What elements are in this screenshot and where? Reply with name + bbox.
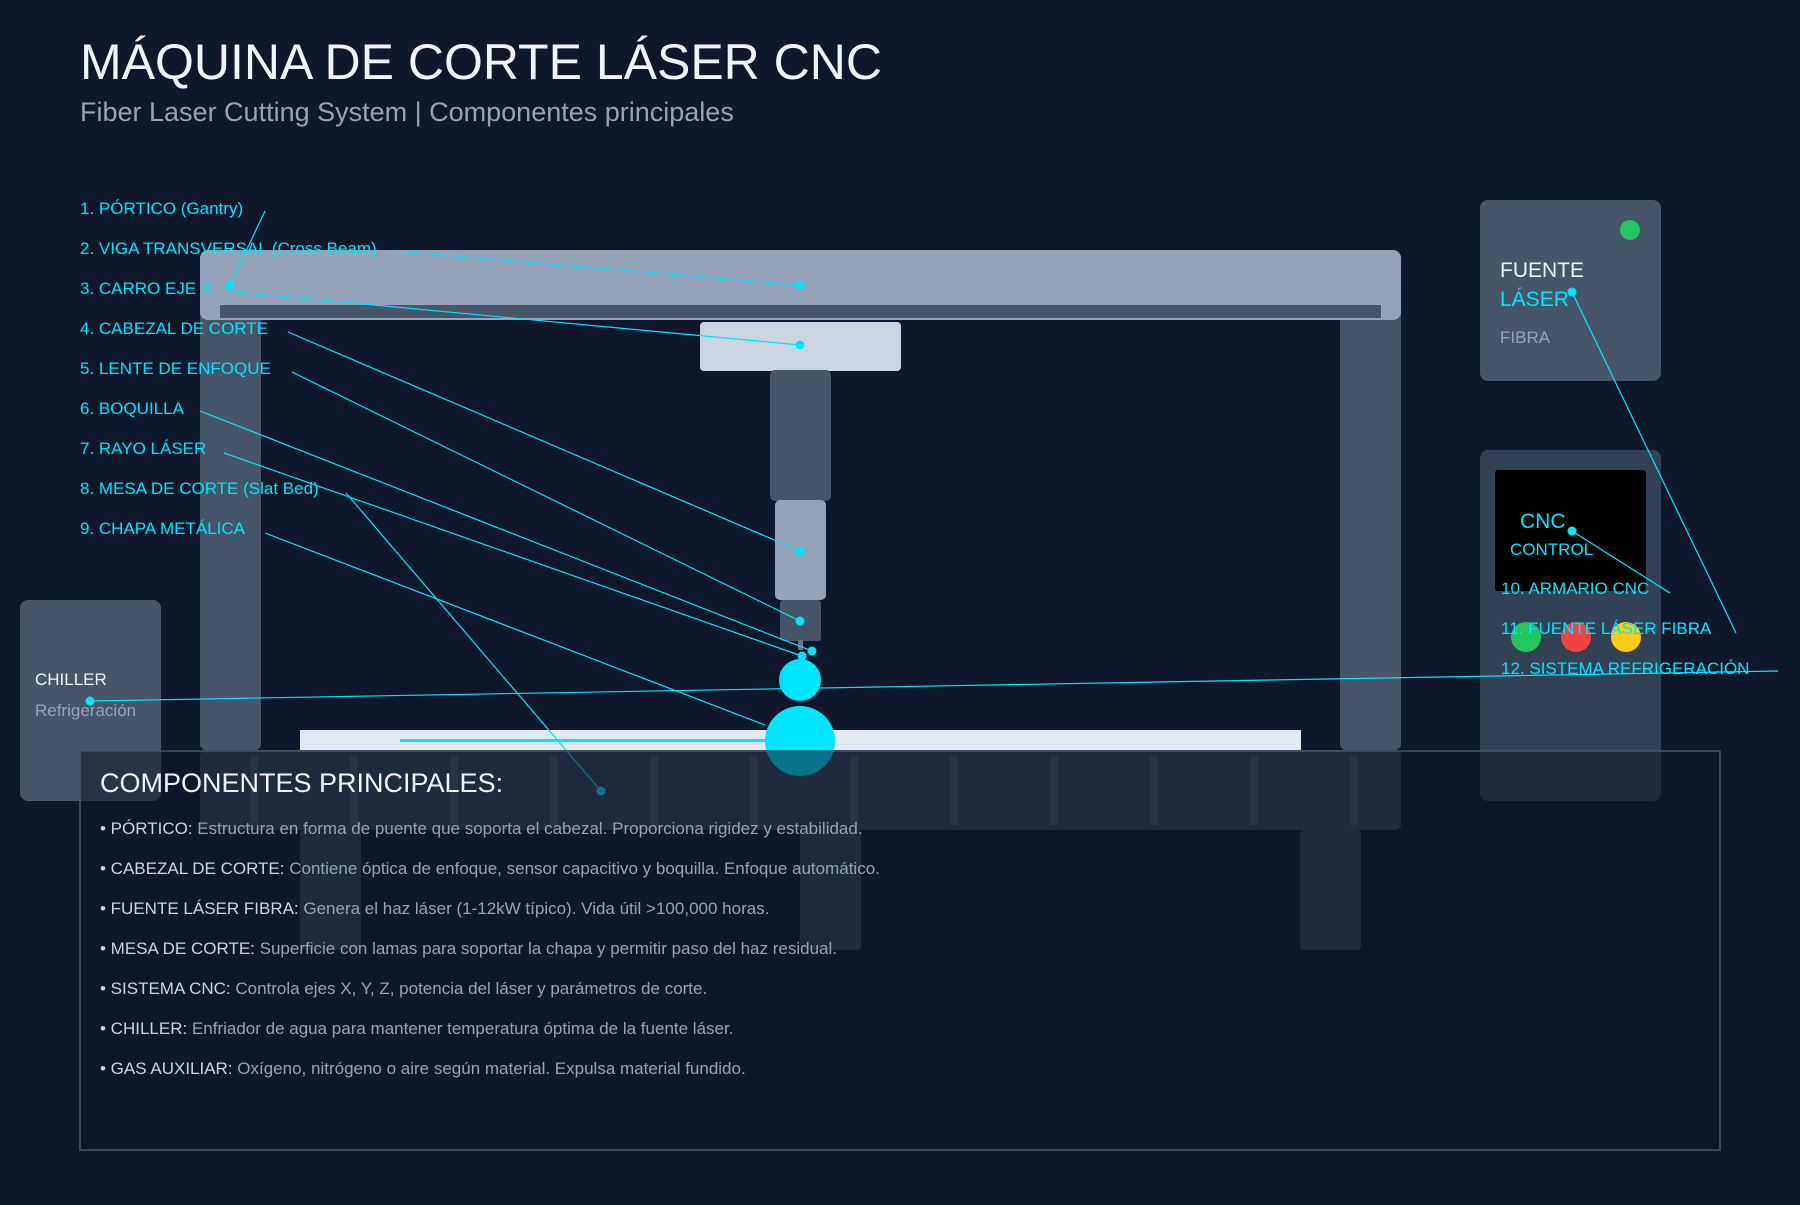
leader-line-gantry <box>229 210 266 286</box>
component-term: • MESA DE CORTE: <box>100 939 255 958</box>
leader-line-sheet-metal <box>264 532 766 726</box>
component-term: • FUENTE LÁSER FIBRA: <box>100 899 299 918</box>
callout-label: 9. CHAPA METÁLICA <box>80 519 246 538</box>
right-callouts: 10. ARMARIO CNC 11. FUENTE LÁSER FIBRA 1… <box>1501 579 1749 678</box>
callout-label: 4. CABEZAL DE CORTE <box>80 319 268 338</box>
components-list: • PÓRTICO: Estructura en forma de puente… <box>100 819 880 1078</box>
cut-line <box>400 739 800 742</box>
component-desc: Contiene óptica de enfoque, sensor capac… <box>285 859 880 878</box>
callout-label: 7. RAYO LÁSER <box>80 439 206 458</box>
component-term: • GAS AUXILIAR: <box>100 1059 233 1078</box>
leader-dot <box>795 280 805 290</box>
leader-lines <box>89 210 1779 792</box>
component-desc: Superficie con lamas para soportar la ch… <box>255 939 837 958</box>
cutting-head-body <box>770 370 831 501</box>
component-term: • CHILLER: <box>100 1019 187 1038</box>
laser-source-label-1: FUENTE <box>1500 259 1584 282</box>
component-item: • CHILLER: Enfriador de agua para manten… <box>100 1019 733 1038</box>
callout-label: 3. CARRO EJE X <box>80 279 212 298</box>
leader-dot <box>1567 526 1577 536</box>
callout-label: 8. MESA DE CORTE (Slat Bed) <box>80 479 319 498</box>
components-panel <box>79 750 1721 1151</box>
laser-source-led <box>1620 220 1640 240</box>
component-item: • CABEZAL DE CORTE: Contiene óptica de e… <box>100 859 880 878</box>
left-callouts: 1. PÓRTICO (Gantry) 2. VIGA TRANSVERSAL … <box>80 199 377 538</box>
component-desc: Genera el haz láser (1-12kW típico). Vid… <box>299 899 770 918</box>
cross-beam-rail <box>220 305 1381 318</box>
leader-line-focus-lens <box>291 371 801 622</box>
callout-label: 10. ARMARIO CNC <box>1501 579 1649 598</box>
leader-line-cnc-cabinet <box>1571 530 1671 594</box>
component-desc: Enfriador de agua para mantener temperat… <box>187 1019 733 1038</box>
leader-line-cutting-table <box>345 492 602 792</box>
component-item: • MESA DE CORTE: Superficie con lamas pa… <box>100 939 837 958</box>
leader-line-cutting-head <box>287 331 801 552</box>
component-term: • SISTEMA CNC: <box>100 979 231 998</box>
callout-label: 5. LENTE DE ENFOQUE <box>80 359 271 378</box>
page-title: MÁQUINA DE CORTE LÁSER CNC <box>80 34 882 90</box>
laser-source-label-2: LÁSER <box>1500 288 1569 311</box>
component-desc: Oxígeno, nitrógeno o aire según material… <box>233 1059 746 1078</box>
chiller-label-2: Refrigeración <box>35 701 136 720</box>
cnc-led-yellow <box>1611 622 1641 652</box>
page-subtitle: Fiber Laser Cutting System | Componentes… <box>80 97 734 127</box>
nozzle-tip <box>798 640 803 650</box>
leader-dot <box>1567 287 1577 297</box>
leader-line-laser-source <box>1571 291 1737 634</box>
component-desc: Estructura en forma de puente que soport… <box>193 819 863 838</box>
leader-dot <box>795 546 805 556</box>
leader-line-laser-beam <box>223 452 803 657</box>
callout-label: 11. FUENTE LÁSER FIBRA <box>1501 619 1712 638</box>
component-item: • PÓRTICO: Estructura en forma de puente… <box>100 819 863 838</box>
components-heading: COMPONENTES PRINCIPALES: <box>100 768 503 798</box>
callout-label: 2. VIGA TRANSVERSAL (Cross Beam) <box>80 239 377 258</box>
component-term: • CABEZAL DE CORTE: <box>100 859 285 878</box>
gantry-leg-right <box>1340 300 1401 750</box>
leader-dot <box>225 280 235 290</box>
component-term: • PÓRTICO: <box>100 819 193 838</box>
cnc-screen-label-1: CNC <box>1520 510 1566 533</box>
leader-line-nozzle <box>199 410 813 652</box>
cnc-led-red <box>1561 622 1591 652</box>
component-item: • SISTEMA CNC: Controla ejes X, Y, Z, po… <box>100 979 707 998</box>
cnc-led-green <box>1511 622 1541 652</box>
callout-label: 6. BOQUILLA <box>80 399 185 418</box>
component-desc: Controla ejes X, Y, Z, potencia del láse… <box>231 979 708 998</box>
leader-dot <box>85 696 95 706</box>
component-item: • GAS AUXILIAR: Oxígeno, nitrógeno o air… <box>100 1059 746 1078</box>
laser-beam-glow <box>779 659 821 701</box>
leader-line-chiller <box>89 670 1779 702</box>
leader-dot <box>795 616 805 626</box>
callout-label: 1. PÓRTICO (Gantry) <box>80 199 243 218</box>
leader-dot <box>807 646 817 656</box>
chiller-label-1: CHILLER <box>35 670 107 689</box>
leader-line-x-carriage <box>224 290 801 346</box>
component-item: • FUENTE LÁSER FIBRA: Genera el haz láse… <box>100 899 769 918</box>
callout-label: 12. SISTEMA REFRIGERACIÓN <box>1501 659 1749 678</box>
cnc-screen-label-2: CONTROL <box>1510 540 1593 559</box>
leader-dot <box>797 651 807 661</box>
leader-dot <box>795 340 805 350</box>
gantry-leg-left <box>200 300 261 750</box>
laser-source-label-3: FIBRA <box>1500 328 1551 347</box>
leader-line-cross-beam <box>394 250 801 286</box>
